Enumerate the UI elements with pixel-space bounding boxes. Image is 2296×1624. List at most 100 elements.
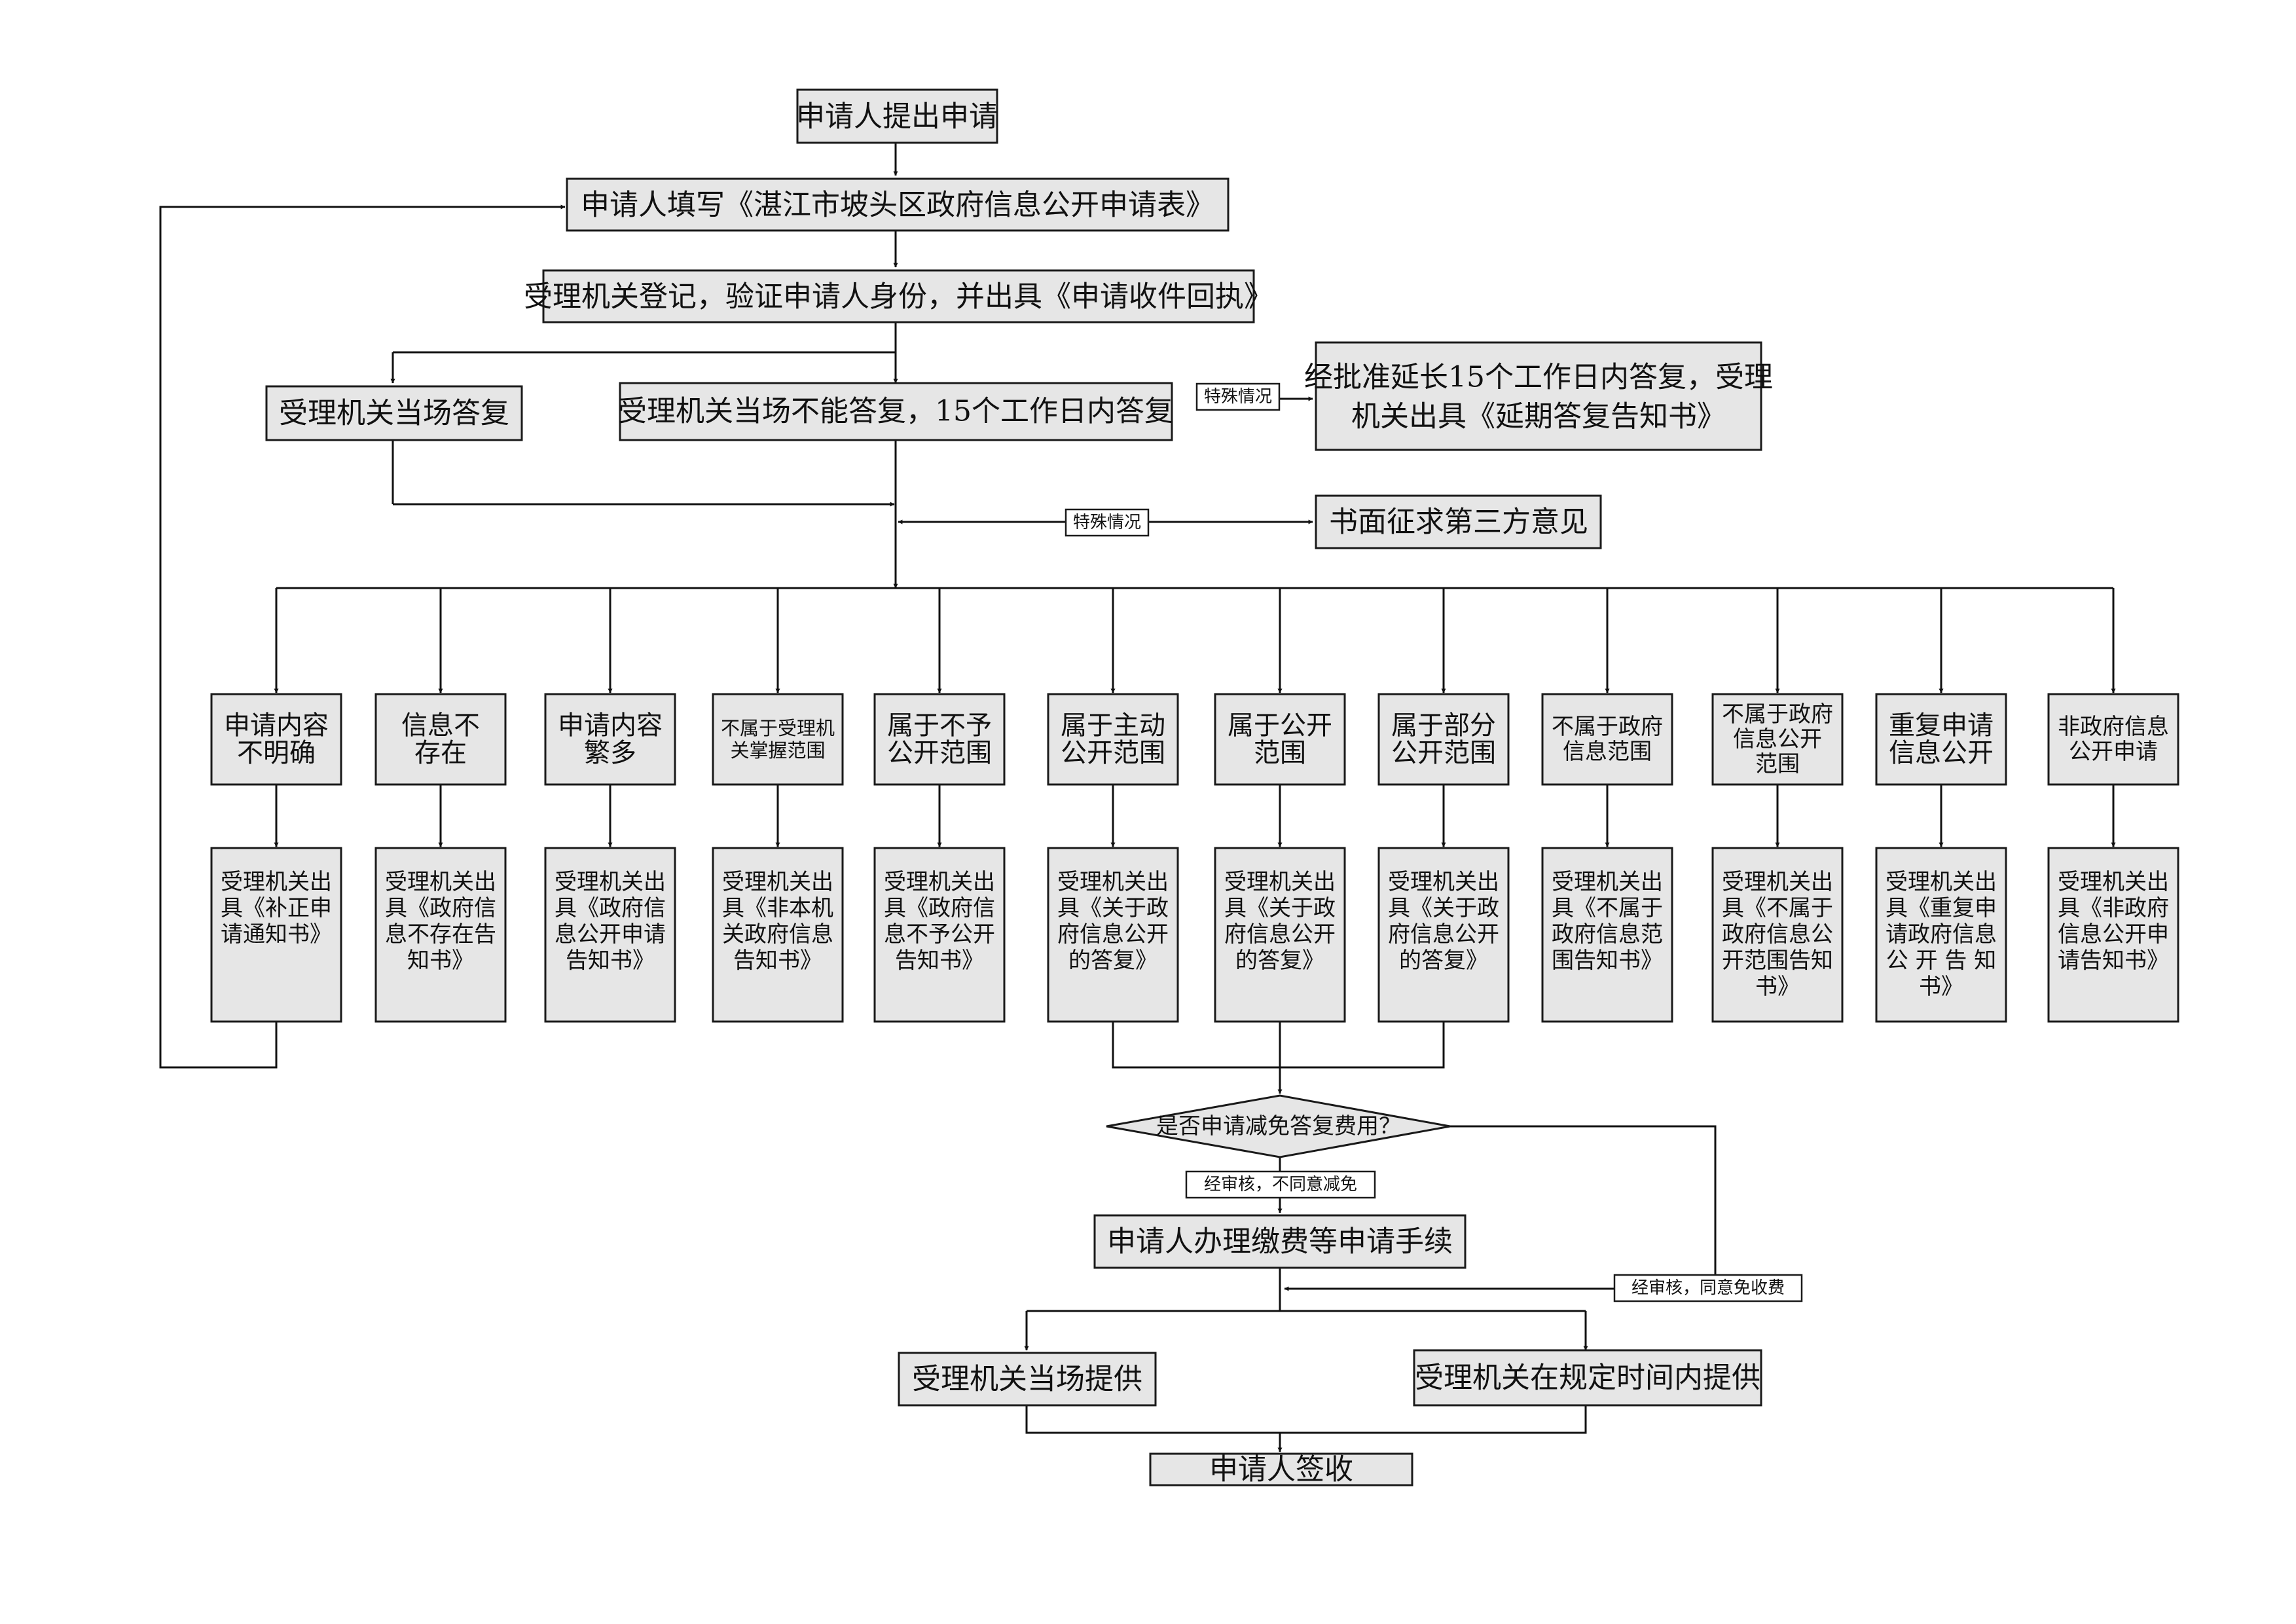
line-provide-merge [1025,1405,1587,1434]
result-text: 受理机关出 [1722,869,1833,895]
result-text: 具《非政府 [2058,895,2169,921]
svg-text:机关出具《延期答复告知书》: 机关出具《延期答复告知书》 [1351,400,1726,434]
result-text: 的答复》 [1068,948,1157,974]
result-text: 公 开 告 知 [1886,948,1996,974]
register-node: 受理机关登记，验证申请人身份，并出具《申请收件回执》 [524,269,1273,323]
fill-form-node: 申请人填写《湛江市坡头区政府信息公开申请表》 [566,177,1230,232]
third-party-node: 书面征求第三方意见 [1315,494,1602,549]
provide-onsite-node: 受理机关当场提供 [898,1352,1157,1407]
category-label: 范围 [1254,738,1306,768]
result-text: 府信息公开 [1224,921,1336,948]
svg-text:申请人填写《湛江市坡头区政府信息公开申请表》: 申请人填写《湛江市坡头区政府信息公开申请表》 [581,189,1214,222]
result-text: 受理机关出 [1886,869,1997,895]
result-text: 请政府信息 [1886,921,1997,948]
category-label: 申请内容 [558,710,663,741]
svg-text:受理机关当场提供: 受理机关当场提供 [912,1363,1142,1396]
svg-text:受理机关登记，验证申请人身份，并出具《申请收件回执》: 受理机关登记，验证申请人身份，并出具《申请收件回执》 [524,280,1273,314]
fee-denied-tag: 经审核，不同意减免 [1185,1170,1376,1199]
special-case-tag: 特殊情况 [1195,382,1281,411]
result-text: 请告知书》 [2058,948,2169,974]
category-label: 非政府信息 [2058,714,2169,740]
result-text: 政府信息范 [1552,921,1663,948]
result-text: 受理机关出 [1552,869,1663,895]
result-text: 受理机关出 [2058,869,2169,895]
result-text: 政府信息公 [1722,921,1833,948]
category-label: 不属于受理机 [721,717,835,739]
svg-text:申请人提出申请: 申请人提出申请 [796,100,998,134]
svg-text:受理机关在规定时间内提供: 受理机关在规定时间内提供 [1415,1361,1760,1395]
result-text: 具《补正申 [221,895,332,921]
category-label: 申请内容 [224,710,329,741]
reply-onsite-node: 受理机关当场答复 [265,385,523,441]
category-label: 信息公开 [1733,726,1822,752]
result-text: 具《不属于 [1722,895,1833,921]
result-text: 告知书》 [733,948,822,974]
category-label: 公开范围 [1391,738,1496,768]
start-node: 申请人提出申请 [796,88,998,144]
result-text: 受理机关出 [884,869,995,895]
category-label: 信息公开 [1889,738,1994,768]
result-text: 具《关于政 [1057,895,1169,921]
result-text: 具《重复申 [1886,895,1997,921]
category-label: 属于公开 [1228,710,1332,741]
result-text: 的答复》 [1399,948,1488,974]
svg-text:是否申请减免答复费用？: 是否申请减免答复费用？ [1156,1113,1401,1139]
result-text: 请通知书》 [221,921,332,948]
category-label: 重复申请 [1889,710,1994,741]
result-text: 具《关于政 [1388,895,1499,921]
pay-fee-node: 申请人办理缴费等申请手续 [1093,1214,1467,1269]
category-connectors [274,588,2116,847]
result-text: 受理机关出 [1224,869,1336,895]
arrow-fee-waived [1284,1125,1717,1291]
result-text: 受理机关出 [221,869,332,895]
svg-text:经批准延长15个工作日内答复，受理: 经批准延长15个工作日内答复，受理 [1304,361,1773,394]
sign-node: 申请人签收 [1149,1452,1413,1486]
result-text: 关政府信息 [722,921,833,948]
svg-text:经审核，不同意减免: 经审核，不同意减免 [1204,1175,1357,1194]
category-label: 属于主动 [1061,710,1165,741]
category-label: 繁多 [584,738,636,768]
result-text: 的答复》 [1235,948,1324,974]
result-text: 受理机关出 [722,869,833,895]
svg-text:申请人办理缴费等申请手续: 申请人办理缴费等申请手续 [1107,1225,1453,1259]
svg-text:申请人签收: 申请人签收 [1209,1453,1353,1486]
svg-text:经审核，同意免收费: 经审核，同意免收费 [1631,1278,1785,1298]
connectors [159,143,2116,1452]
result-text: 具《非本机 [722,895,833,921]
category-label: 公开范围 [1061,738,1165,768]
category-label: 属于不予 [887,710,992,741]
result-text: 府信息公开 [1057,921,1169,948]
result-text: 具《关于政 [1224,895,1336,921]
result-text: 书》 [1919,974,1963,1000]
result-text: 具《政府信 [555,895,666,921]
svg-text:特殊情况: 特殊情况 [1204,387,1272,407]
svg-text:书面征求第三方意见: 书面征求第三方意见 [1329,506,1588,539]
result-text: 知书》 [407,948,474,974]
fee-question-node: 是否申请减免答复费用？ [1106,1094,1451,1158]
category-label: 公开范围 [887,738,992,768]
result-text: 具《不属于 [1552,895,1663,921]
category-label: 不属于政府 [1552,714,1663,740]
result-text: 息公开申请 [555,921,666,948]
extension-node: 经批准延长15个工作日内答复，受理 机关出具《延期答复告知书》 [1304,341,1773,451]
result-text: 书》 [1755,974,1800,1000]
result-text: 告知书》 [895,948,984,974]
result-text: 息不存在告 [385,921,496,948]
